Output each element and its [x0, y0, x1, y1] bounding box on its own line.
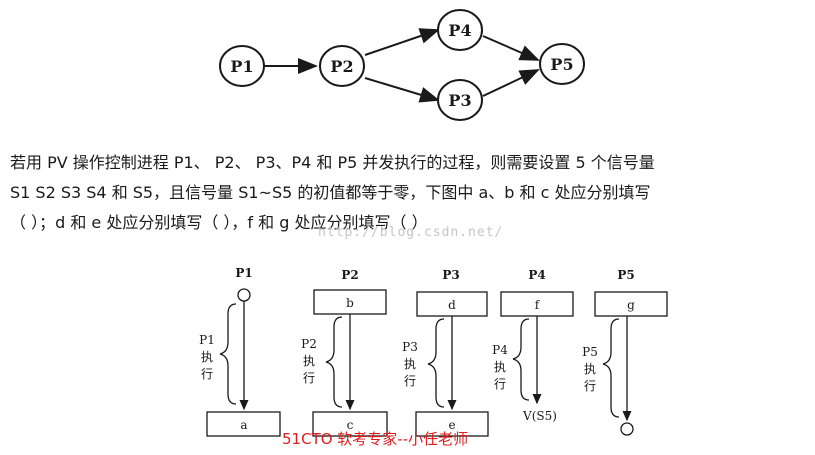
p2-side-label-2: 执	[303, 354, 315, 368]
edge-p2-p4	[364, 28, 440, 56]
node-p1-label: P1	[230, 57, 253, 76]
box-a	[206, 411, 281, 437]
box-d	[416, 291, 488, 317]
question-text: 若用 PV 操作控制进程 P1、 P2、 P3、P4 和 P5 并发执行的过程，…	[10, 148, 810, 238]
p1-side-label-3: 行	[201, 367, 213, 381]
p3-side-label-1: P3	[402, 340, 418, 354]
p5-end-circle	[620, 422, 634, 436]
process-sync-diagram: P1 P2 P3 P4 P5 b d f	[199, 266, 668, 437]
question-line-3: （ ）；d 和 e 处应分别填写（ ），f 和 g 处应分别填写（ ）	[10, 213, 428, 232]
box-g-label: g	[627, 298, 635, 312]
p4-side-label-2: 执	[494, 360, 506, 374]
p2-side-label-1: P2	[301, 337, 317, 351]
p1-side-label-2: 执	[201, 350, 213, 364]
p1-side-label-1: P1	[199, 333, 215, 347]
v-s5-label: V(S5)	[522, 409, 557, 423]
node-p4-label: P4	[448, 21, 471, 40]
p2-brace	[325, 316, 343, 408]
precedence-graph: P1 P2 P4 P3 P5	[219, 9, 585, 121]
node-p3	[437, 79, 483, 121]
author-credit: 51CTO 软考专家--小任老师	[282, 430, 469, 448]
question-line-2: S1 S2 S3 S4 和 S5，且信号量 S1~S5 的初值都等于零，下图中 …	[10, 183, 651, 202]
p4-side-label-1: P4	[492, 343, 508, 357]
node-p5-label: P5	[550, 55, 573, 74]
header-p3: P3	[442, 268, 459, 282]
question-line-1: 若用 PV 操作控制进程 P1、 P2、 P3、P4 和 P5 并发执行的过程，…	[10, 153, 655, 172]
box-c-label: c	[347, 418, 354, 432]
p3-side-label-2: 执	[404, 357, 416, 371]
node-p1	[219, 45, 265, 87]
p3-brace	[427, 318, 445, 408]
box-d-label: d	[448, 298, 456, 312]
box-b-label: b	[346, 296, 354, 310]
edge-p3-p5	[482, 69, 540, 97]
p5-brace	[602, 318, 620, 418]
p5-side-label-3: 行	[584, 379, 596, 393]
header-p1: P1	[235, 266, 252, 280]
p1-start-circle	[237, 288, 251, 302]
edge-p4-p5	[482, 35, 540, 61]
node-p5	[539, 43, 585, 85]
p4-side-label-3: 行	[494, 377, 506, 391]
header-p4: P4	[528, 268, 545, 282]
p1-brace	[219, 303, 237, 405]
node-p2-label: P2	[330, 57, 353, 76]
node-p2	[319, 45, 365, 87]
node-p4	[437, 9, 483, 51]
p5-side-label-1: P5	[582, 345, 598, 359]
edge-p2-p3	[364, 77, 440, 103]
box-f	[500, 291, 574, 317]
box-c	[312, 411, 388, 437]
p5-side-label-2: 执	[584, 362, 596, 376]
p4-brace	[512, 318, 530, 401]
p3-side-label-3: 行	[404, 374, 416, 388]
box-e-label: e	[448, 418, 455, 432]
header-p2: P2	[341, 268, 358, 282]
box-f-label: f	[535, 298, 541, 312]
box-e	[415, 411, 489, 437]
watermark: http://blog.csdn.net/	[318, 225, 504, 240]
node-p3-label: P3	[448, 91, 471, 110]
p2-side-label-3: 行	[303, 371, 315, 385]
box-g	[594, 291, 668, 317]
box-a-label: a	[240, 418, 247, 432]
header-p5: P5	[617, 268, 634, 282]
